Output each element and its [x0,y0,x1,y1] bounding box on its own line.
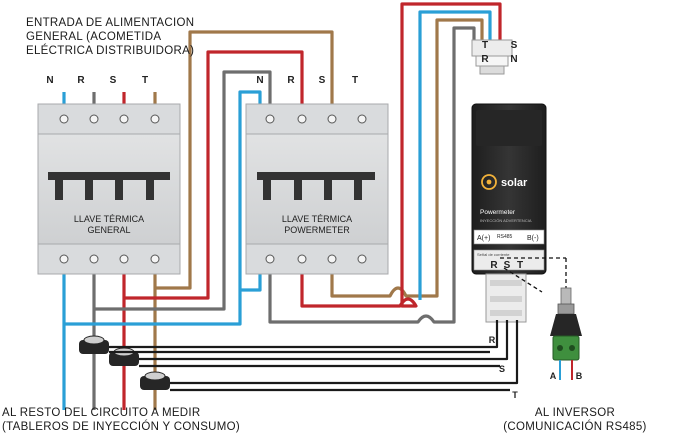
meter-top-plug [471,39,513,57]
pm-out-s [300,72,418,308]
meter-top-terminal-r: R [481,54,489,65]
ct-clamp-r [79,335,109,354]
breaker-powermeter-label-2: POWERMETER [284,225,350,235]
feed-wire-s [124,50,304,300]
breaker-general-label-2: GENERAL [87,225,130,235]
pm-out-r [268,72,456,324]
pm-phase-s: S [319,75,326,86]
breaker-general-top-screws [59,114,160,124]
solar-logo: solar [481,174,528,190]
feed-wire-n [64,90,262,326]
ct-strip-text: Señal de corriente [477,252,510,257]
outgoing-wires [62,270,157,410]
rs485-a-label: A(+) [477,235,490,242]
breaker-general: LLAVE TÉRMICA GENERAL [37,103,181,275]
meter-model: Powermeter [480,209,516,216]
supply-caption-line-1: ENTRADA DE ALIMENTACION [26,17,195,29]
meter-wire-t [435,18,484,72]
meter-top-terminal-t: T [482,40,488,51]
connector-a-label: A [550,371,557,381]
meter-top-terminal-s: S [511,40,518,51]
rs485-connector: A B [550,287,583,381]
breaker-powermeter-bottom-screws [265,254,367,264]
pm-phase-n: N [256,75,263,86]
bottom-left-caption: AL RESTO DEL CIRCUITO A MEDIR (TABLEROS … [2,406,240,434]
pm-phase-t: T [352,75,358,86]
supply-phase-r: R [77,75,85,86]
ct-wire-label-t: T [512,390,518,400]
bottom-right-line-1: AL INVERSOR [534,407,616,419]
sun-icon [481,174,497,190]
pm-phase-r: R [287,75,295,86]
pm-out-t [330,72,439,298]
bottom-left-line-1: AL RESTO DEL CIRCUITO A MEDIR [2,407,201,419]
meter-wire-s [400,2,502,72]
ct-wire-label-s: S [499,364,505,374]
supply-caption-line-3: ELÉCTRICA DISTRIBUIDORA) [26,45,195,57]
ct-terminal-t: T [517,260,523,271]
pm-phase-labels: N R S T [256,75,358,86]
breaker-powermeter-top-screws [265,114,367,124]
feed-wire-r [94,70,272,311]
ct-terminal-s: S [504,260,511,271]
ct-wire-labels: R S T [489,335,519,400]
pm-out-n [240,270,262,292]
breaker-powermeter-lever[interactable] [257,172,375,200]
meter-wire-r [452,26,476,72]
brand-name: solar [501,177,528,189]
supply-phase-s: S [110,75,117,86]
green-terminal-block [552,335,580,361]
supply-phase-n: N [46,75,53,86]
meter-top-terminal-n: N [510,54,517,65]
powermeter-device: T S R N solar Powermeter INYECCIÓN ADVER… [471,39,547,323]
meter-wire-n [418,10,492,72]
pm-bottom-wires [240,72,456,324]
breaker-general-bottom-screws [59,254,160,264]
current-transformers [79,335,170,390]
breaker-general-lever[interactable] [48,172,170,200]
feed-wire-t [155,30,334,290]
rs485-link [500,257,567,293]
supply-caption: ENTRADA DE ALIMENTACION GENERAL (ACOMETI… [26,16,194,58]
ct-signal-t [170,320,519,385]
supply-caption-line-2: GENERAL (ACOMETIDA [26,31,162,43]
bottom-left-line-2: (TABLEROS DE INYECCIÓN Y CONSUMO) [2,421,241,433]
ct-terminal-r: R [490,260,498,271]
breaker-powermeter: LLAVE TÉRMICA POWERMETER [245,103,389,275]
ct-strip [473,249,545,271]
ct-clamp-s [109,347,139,366]
meter-top-terminal-labels: T S R N [481,40,517,65]
rs485-title: RS485 [497,234,513,240]
powermeter-feed-wires [64,30,334,326]
connector-b-label: B [576,371,583,381]
ct-signal-s [139,320,509,361]
breaker-general-label-1: LLAVE TÉRMICA [74,214,144,224]
meter-tagline: INYECCIÓN ADVERTENCIA [480,218,532,223]
ct-signal-wires [109,320,519,392]
bottom-right-caption: AL INVERSOR (COMUNICACIÓN RS485) [500,406,650,434]
ct-clamp-t [140,371,170,390]
ct-signal-r [109,320,499,349]
meter-supply-wires [400,2,502,72]
supply-phase-t: T [142,75,148,86]
rs485-b-label: B(-) [527,235,539,242]
ct-terminal-labels: R S T [490,260,523,271]
ct-wire-label-r: R [489,335,496,345]
supply-phase-labels: N R S T [46,75,148,86]
rs485-strip [473,229,545,245]
breaker-powermeter-label-1: LLAVE TÉRMICA [282,214,352,224]
bottom-right-line-2: (COMUNICACIÓN RS485) [503,421,647,433]
